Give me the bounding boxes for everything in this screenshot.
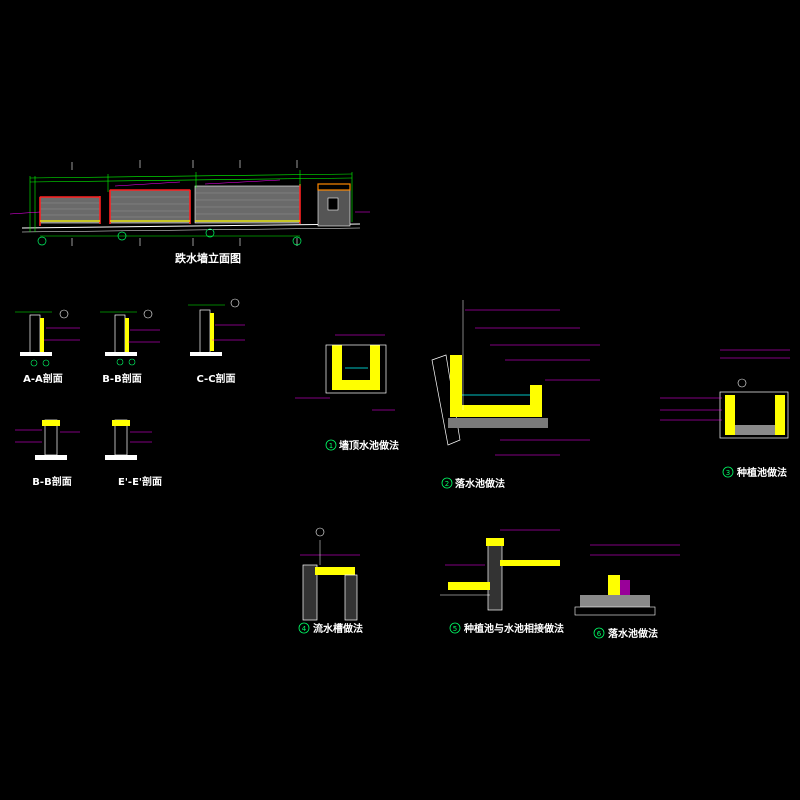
elevation-title: 跌水墙立面图	[175, 251, 241, 265]
detail-1-title: 墙顶水池做法	[339, 439, 399, 452]
detail-3-marker	[722, 466, 734, 478]
detail-2-marker	[441, 477, 453, 489]
detail-4-marker-number: 4	[302, 625, 307, 633]
detail-2-drawing	[431, 300, 600, 456]
section-dd-label: B-B剖面	[32, 475, 71, 488]
detail-4-title: 流水槽做法	[313, 622, 363, 635]
detail-3-drawing	[660, 349, 790, 439]
detail-3-marker-number: 3	[726, 469, 730, 477]
detail-4-marker	[298, 622, 310, 634]
section-cc-label: C-C剖面	[196, 372, 235, 385]
detail-2-title: 落水池做法	[455, 477, 505, 490]
detail-1-marker	[325, 439, 337, 451]
section-bb-drawing	[100, 309, 160, 366]
detail-6-drawing	[574, 544, 680, 616]
section-dd-drawing	[15, 419, 80, 460]
detail-5-title: 种植池与水池相接做法	[463, 622, 564, 635]
section-aa-label: A-A剖面	[23, 372, 63, 385]
section-ee-drawing	[105, 419, 152, 460]
section-bb-label: B-B剖面	[102, 372, 141, 385]
detail-1-marker-number: 1	[329, 442, 333, 450]
detail-2-marker-number: 2	[445, 480, 449, 488]
section-aa-drawing	[15, 309, 80, 367]
detail-4-drawing	[300, 527, 360, 621]
detail-3-title: 种植池做法	[736, 466, 787, 479]
detail-1-drawing	[295, 334, 395, 411]
detail-5-marker-number: 5	[453, 625, 457, 633]
detail-5-marker	[449, 622, 461, 634]
section-ee-label: E'-E'剖面	[118, 475, 162, 488]
detail-6-marker-number: 6	[597, 630, 602, 638]
section-cc-drawing	[188, 298, 245, 356]
detail-6-marker	[593, 627, 605, 639]
elevation-drawing	[9, 160, 370, 246]
detail-6-title: 落水池做法	[608, 627, 658, 640]
detail-5-drawing	[440, 529, 560, 611]
